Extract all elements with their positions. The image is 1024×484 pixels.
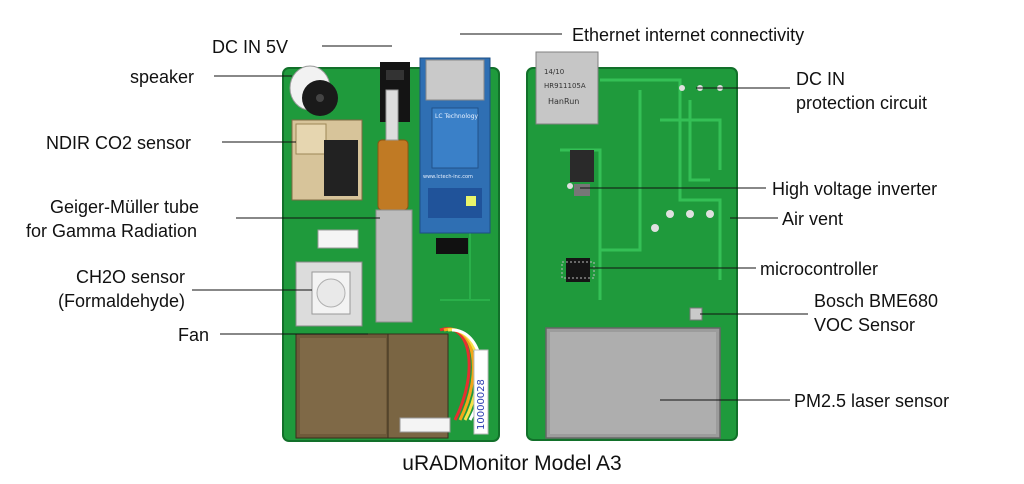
pin-header	[436, 238, 468, 254]
label-hv-inverter: High voltage inverter	[772, 179, 938, 199]
ch2o-sensor	[295, 229, 363, 327]
speaker	[289, 65, 338, 116]
jack-brand: HanRun	[548, 97, 579, 106]
label-geiger-1: Geiger-Müller tube	[50, 197, 200, 217]
pm25-sensor	[545, 327, 721, 439]
label-pm25: PM2.5 laser sensor	[794, 391, 950, 411]
ethernet-jack: 14/10 HR911105A HanRun	[535, 51, 599, 125]
ethernet-module: LC Technology www.lctech-inc.com	[419, 57, 491, 234]
label-ch2o-1: CH2O sensor	[76, 267, 186, 287]
label-speaker: speaker	[130, 67, 195, 87]
figure-title: uRADMonitor Model A3	[402, 452, 622, 475]
label-bme-2: VOC Sensor	[814, 315, 916, 335]
pads	[567, 85, 723, 232]
back-board: 14/10 HR911105A HanRun	[526, 51, 738, 441]
jack-part: HR911105A	[544, 82, 586, 90]
label-fan: Fan	[178, 325, 210, 345]
label-geiger-2: for Gamma Radiation	[26, 221, 198, 241]
label-dc-protect-1: DC IN	[796, 69, 845, 89]
label-dc-in: DC IN 5V	[212, 37, 289, 57]
high-voltage-inverter	[570, 150, 594, 196]
jack-code: 14/10	[544, 68, 564, 76]
label-dc-protect-2: protection circuit	[796, 93, 928, 113]
label-ch2o-2: (Formaldehyde)	[58, 291, 186, 311]
module-url: www.lctech-inc.com	[423, 174, 473, 180]
geiger-muller-tube	[375, 89, 413, 323]
label-bme-1: Bosch BME680	[814, 291, 939, 311]
microcontroller	[561, 258, 595, 282]
front-board: LC Technology www.lctech-inc.com	[282, 57, 500, 442]
label-ndir: NDIR CO2 sensor	[46, 133, 192, 153]
leader-lines	[192, 33, 808, 401]
module-brand: LC Technology	[435, 113, 478, 120]
fan-connector	[399, 417, 451, 433]
label-ethernet: Ethernet internet connectivity	[572, 25, 805, 45]
serial-sticker: 10000028	[473, 349, 489, 435]
ndir-co2-sensor	[291, 119, 363, 201]
label-microcontroller: microcontroller	[760, 259, 879, 279]
label-air-vent: Air vent	[782, 209, 844, 229]
serial-number: 10000028	[476, 379, 487, 430]
